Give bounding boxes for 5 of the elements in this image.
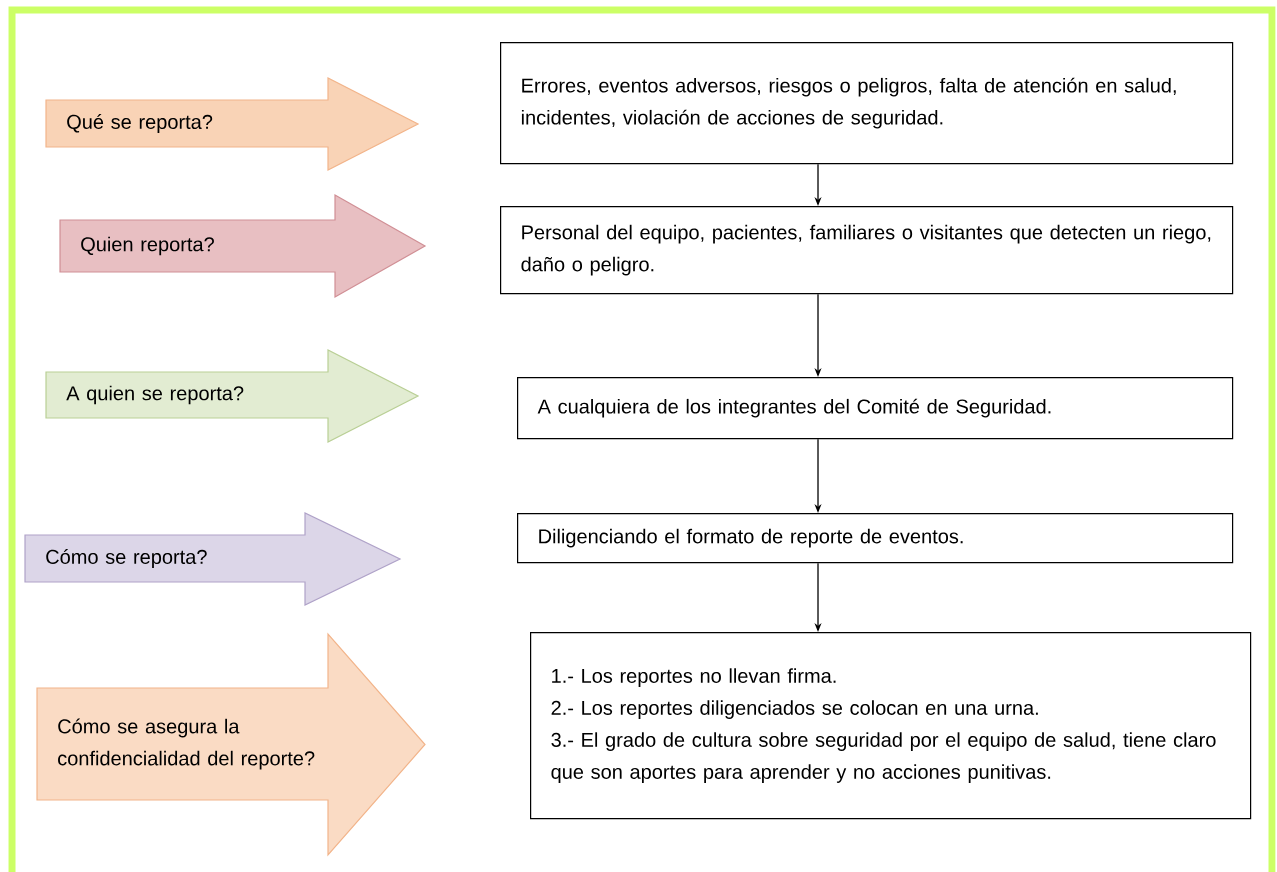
text-box: Errores, eventos adversos, riesgos o peligros, falta de atención en salud, incidentes, violación de acciones de seguridad. (500, 42, 1234, 165)
text-box: Diligenciando el formato de reporte de eventos. (517, 513, 1234, 564)
text-box: A cualquiera de los integrantes del Comité de Seguridad. (517, 377, 1234, 440)
text-box: 1.- Los reportes no llevan firma. 2.- Los reportes diligenciados se colocan en una urna. 3.- El grado de cultura sobre seguridad por el equipo de salud, tiene claro que son aportes para aprender y no acciones punitivas. (530, 632, 1252, 820)
text-box: Personal del equipo, pacientes, familiares o visitantes que detecten un riego, daño o peligro. (500, 206, 1234, 295)
